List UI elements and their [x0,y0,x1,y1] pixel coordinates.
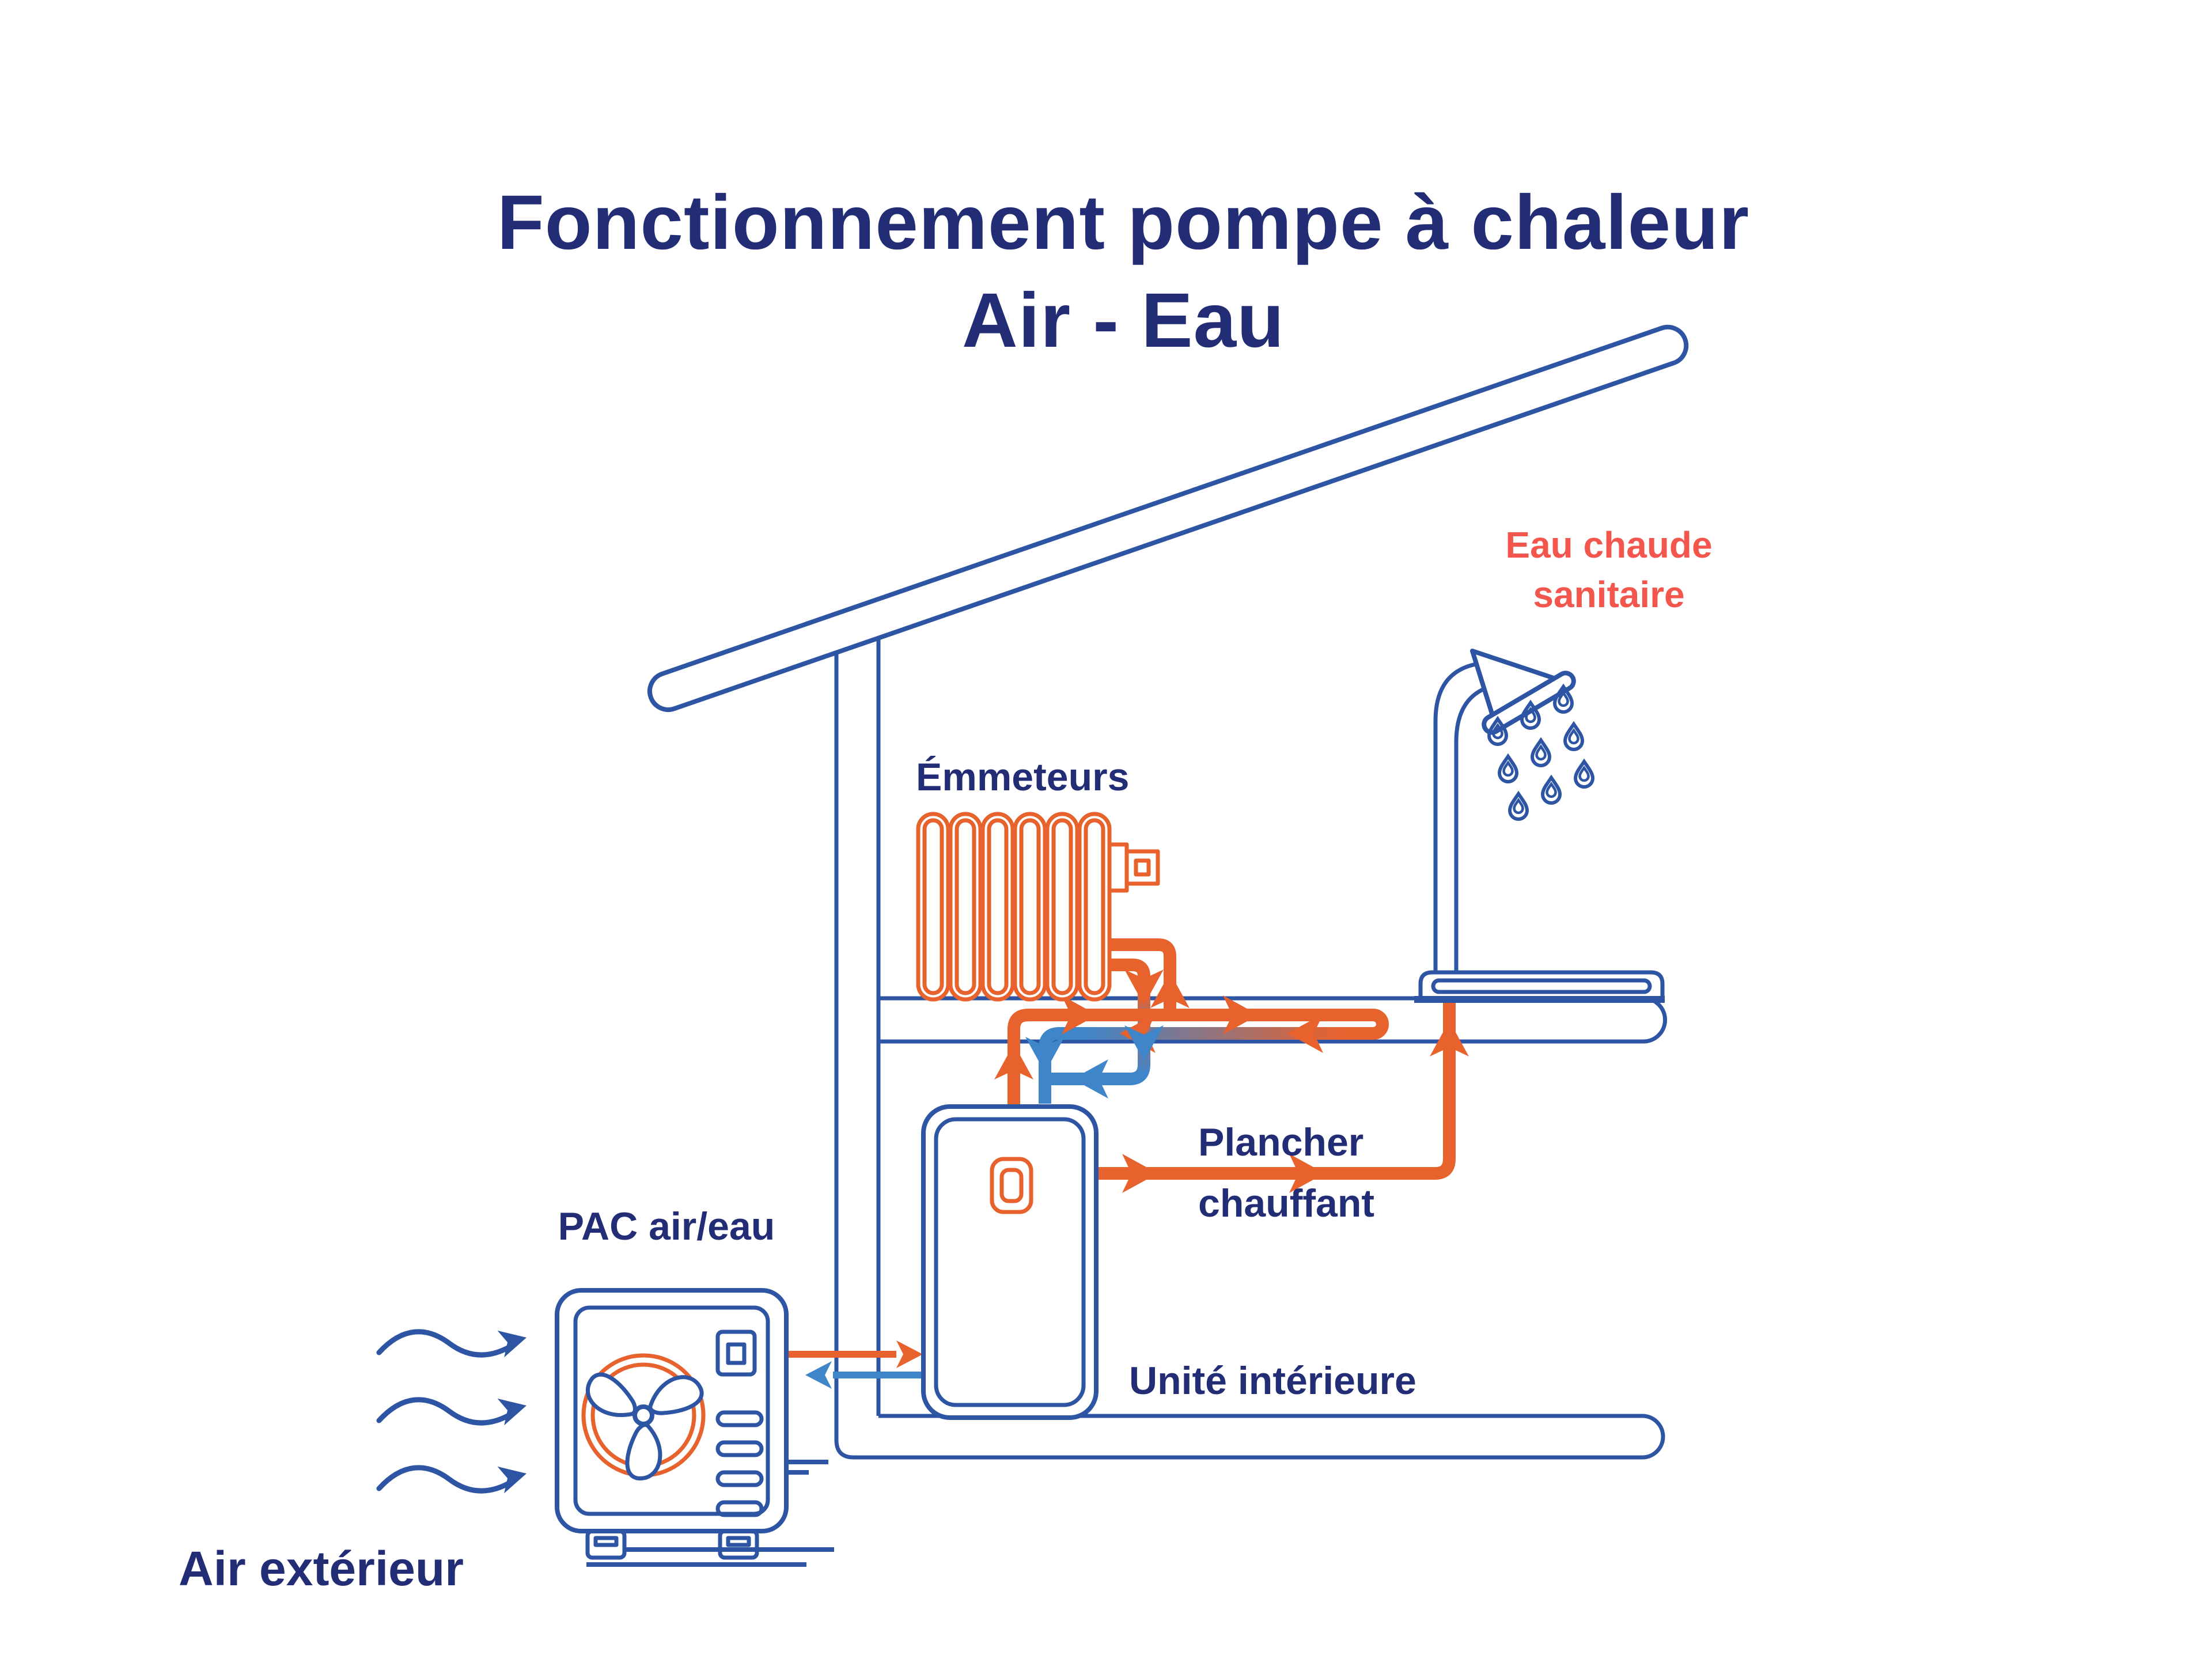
arrow-left-icon [805,1361,832,1389]
hot-water-label-line2: sanitaire [1533,574,1684,615]
shower [1433,649,1593,972]
page-title-line1: Fonctionnement pompe à chaleur [497,180,1749,266]
water-drop-icon [1499,756,1517,782]
water-drop-icon [1543,778,1560,803]
indoor-unit-body [921,1104,1099,1420]
page-title-line2: Air - Eau [962,278,1285,363]
heat-pump-label: PAC air/eau [558,1205,775,1248]
house-left-wall-outer-and-ground-slab [834,633,1665,1460]
indoor-unit [921,1104,1099,1420]
indoor-unit-label: Unité intérieure [1129,1359,1416,1403]
labels: Fonctionnement pompe à chaleur Air - Eau… [179,180,1749,1596]
floor-heating-label-line1: Plancher [1198,1120,1363,1164]
indoor-unit-display-inner [999,1168,1024,1203]
air-wave-arrow-icon [379,1324,530,1358]
floor-heating-label-line2: chauffant [1198,1181,1374,1225]
outside-air-waves [379,1324,530,1494]
radiator-supply-pipe [1111,938,1176,1021]
heat-pump-unit [555,1288,789,1560]
outside-air-label: Air extérieur [179,1541,464,1596]
emitters-label: Émmeteurs [916,755,1129,799]
air-wave-arrow-icon [379,1460,530,1494]
pac-control-button [715,1330,757,1377]
pac-vent-slats [715,1410,764,1517]
pac-body-inner [573,1305,770,1516]
water-drop-icon [1565,724,1582,749]
arrow-right-icon [896,1340,923,1368]
house-roof [647,324,1689,712]
indoor-unit-display [990,1157,1033,1214]
hot-water-supply-pipe [1093,1001,1456,1180]
hot-water-label-line1: Eau chaude [1505,524,1712,566]
water-drop-icon [1575,762,1593,787]
indoor-unit-inner [934,1117,1086,1407]
radiator-icon [916,812,1160,1002]
water-drop-icon [1510,794,1527,819]
floor-heating-supply-pipe [1007,1009,1389,1111]
radiator-valve [1107,842,1160,893]
water-drop-icon [1532,740,1550,766]
air-wave-arrow-icon [379,1392,530,1426]
shower-tray [1414,970,1665,1003]
radiator-loops [916,812,1112,1002]
pac-feet [585,1529,759,1560]
fan-icon [581,1353,706,1485]
